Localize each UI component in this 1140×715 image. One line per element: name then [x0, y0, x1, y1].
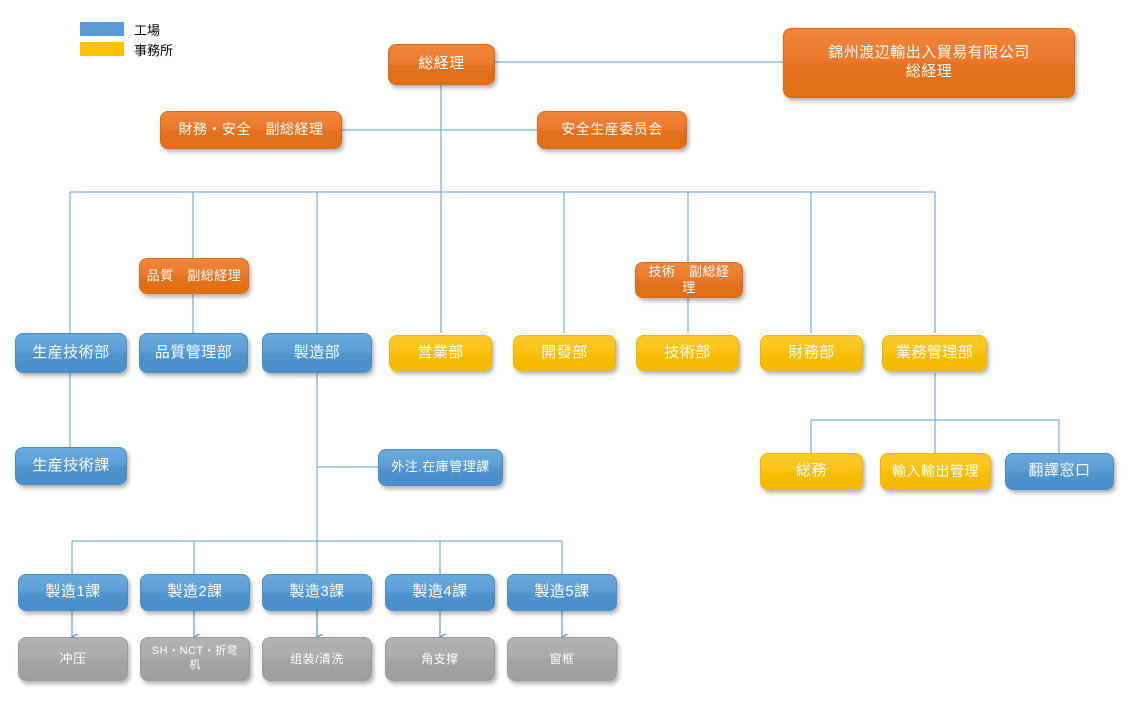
- node-label: 技術 副総経理: [648, 263, 730, 295]
- node-quality-control-department[interactable]: 品質管理部: [139, 333, 248, 373]
- node-label: 輸入輸出管理: [892, 462, 979, 479]
- node-process-assembly-washing[interactable]: 组装/清洗: [262, 637, 372, 681]
- node-manufacturing-section-5[interactable]: 製造5課: [507, 574, 617, 611]
- legend-item-factory: 工場: [80, 20, 173, 38]
- node-label: 財務・安全 副総経理: [178, 121, 324, 138]
- node-label: 製造5課: [534, 583, 590, 601]
- node-technology-department[interactable]: 技術部: [636, 335, 739, 371]
- node-label: 安全生産委员会: [561, 121, 663, 138]
- node-label: 生産技術部: [32, 343, 110, 361]
- node-outsourcing-inventory-section[interactable]: 外注.在庫管理課: [378, 449, 503, 486]
- node-technology-deputy-manager[interactable]: 技術 副総経理: [635, 262, 743, 298]
- node-label: 財務部: [788, 343, 835, 361]
- node-sales-department[interactable]: 営業部: [389, 335, 492, 371]
- legend: 工場 事務所: [80, 20, 173, 60]
- node-finance-department[interactable]: 財務部: [760, 335, 863, 371]
- node-process-stamping[interactable]: 冲压: [18, 637, 128, 681]
- node-parent-company[interactable]: 錦州渡辺輸出入貿易有限公司 総経理: [783, 28, 1075, 98]
- node-general-manager[interactable]: 総経理: [388, 44, 495, 85]
- node-manufacturing-section-1[interactable]: 製造1課: [18, 574, 128, 611]
- legend-label-office: 事務所: [134, 42, 174, 58]
- node-manufacturing-section-4[interactable]: 製造4課: [385, 574, 495, 611]
- node-label: 外注.在庫管理課: [391, 459, 490, 475]
- legend-label-factory: 工場: [134, 22, 161, 38]
- node-manufacturing-department[interactable]: 製造部: [262, 333, 372, 373]
- node-label: 製造3課: [289, 583, 345, 601]
- node-label: 業務管理部: [895, 343, 974, 361]
- node-label: 技術部: [664, 343, 711, 361]
- node-label: 総経理: [418, 55, 465, 73]
- node-label: 製造4課: [412, 583, 468, 601]
- node-production-technology-department[interactable]: 生産技術部: [15, 333, 127, 373]
- node-label: 開發部: [541, 343, 588, 361]
- node-label: 製造部: [293, 343, 341, 361]
- node-label: 窗框: [549, 651, 575, 666]
- node-general-affairs[interactable]: 総務: [760, 453, 863, 490]
- legend-swatch-factory: [80, 22, 124, 36]
- legend-swatch-office: [80, 42, 124, 56]
- node-label: 翻譯窓口: [1028, 462, 1091, 480]
- node-process-sh-nct-bender[interactable]: SH・NCT・折弯机: [140, 637, 250, 681]
- node-label: 製造2課: [167, 583, 223, 601]
- node-production-technology-section[interactable]: 生産技術課: [15, 447, 127, 485]
- node-process-window-frame[interactable]: 窗框: [507, 637, 617, 681]
- node-label: 品質 副総経理: [146, 267, 242, 283]
- node-safety-production-committee[interactable]: 安全生産委员会: [537, 111, 687, 149]
- node-finance-safety-deputy-manager[interactable]: 財務・安全 副総経理: [160, 111, 342, 149]
- node-label: 生産技術課: [32, 456, 110, 474]
- node-development-department[interactable]: 開發部: [513, 335, 616, 371]
- node-quality-deputy-manager[interactable]: 品質 副総経理: [139, 258, 249, 294]
- node-label: 角支撑: [421, 651, 459, 666]
- node-label: 品質管理部: [154, 343, 233, 361]
- node-label: 総務: [795, 462, 827, 480]
- node-process-corner-support[interactable]: 角支撑: [385, 637, 495, 681]
- node-label: SH・NCT・折弯机: [151, 645, 239, 671]
- node-label: 冲压: [59, 650, 87, 666]
- node-label-line1: 錦州渡辺輸出入貿易有限公司: [828, 44, 1030, 62]
- node-translation-window[interactable]: 翻譯窓口: [1005, 453, 1114, 490]
- node-manufacturing-section-3[interactable]: 製造3課: [262, 574, 372, 611]
- node-label-line2: 総経理: [905, 63, 953, 80]
- node-import-export-management[interactable]: 輸入輸出管理: [880, 453, 991, 490]
- node-manufacturing-section-2[interactable]: 製造2課: [140, 574, 250, 611]
- node-label: 製造1課: [45, 583, 101, 601]
- node-label: 组装/清洗: [290, 651, 344, 666]
- node-business-administration-department[interactable]: 業務管理部: [882, 335, 987, 371]
- legend-item-office: 事務所: [80, 40, 173, 58]
- node-label: 営業部: [417, 343, 464, 361]
